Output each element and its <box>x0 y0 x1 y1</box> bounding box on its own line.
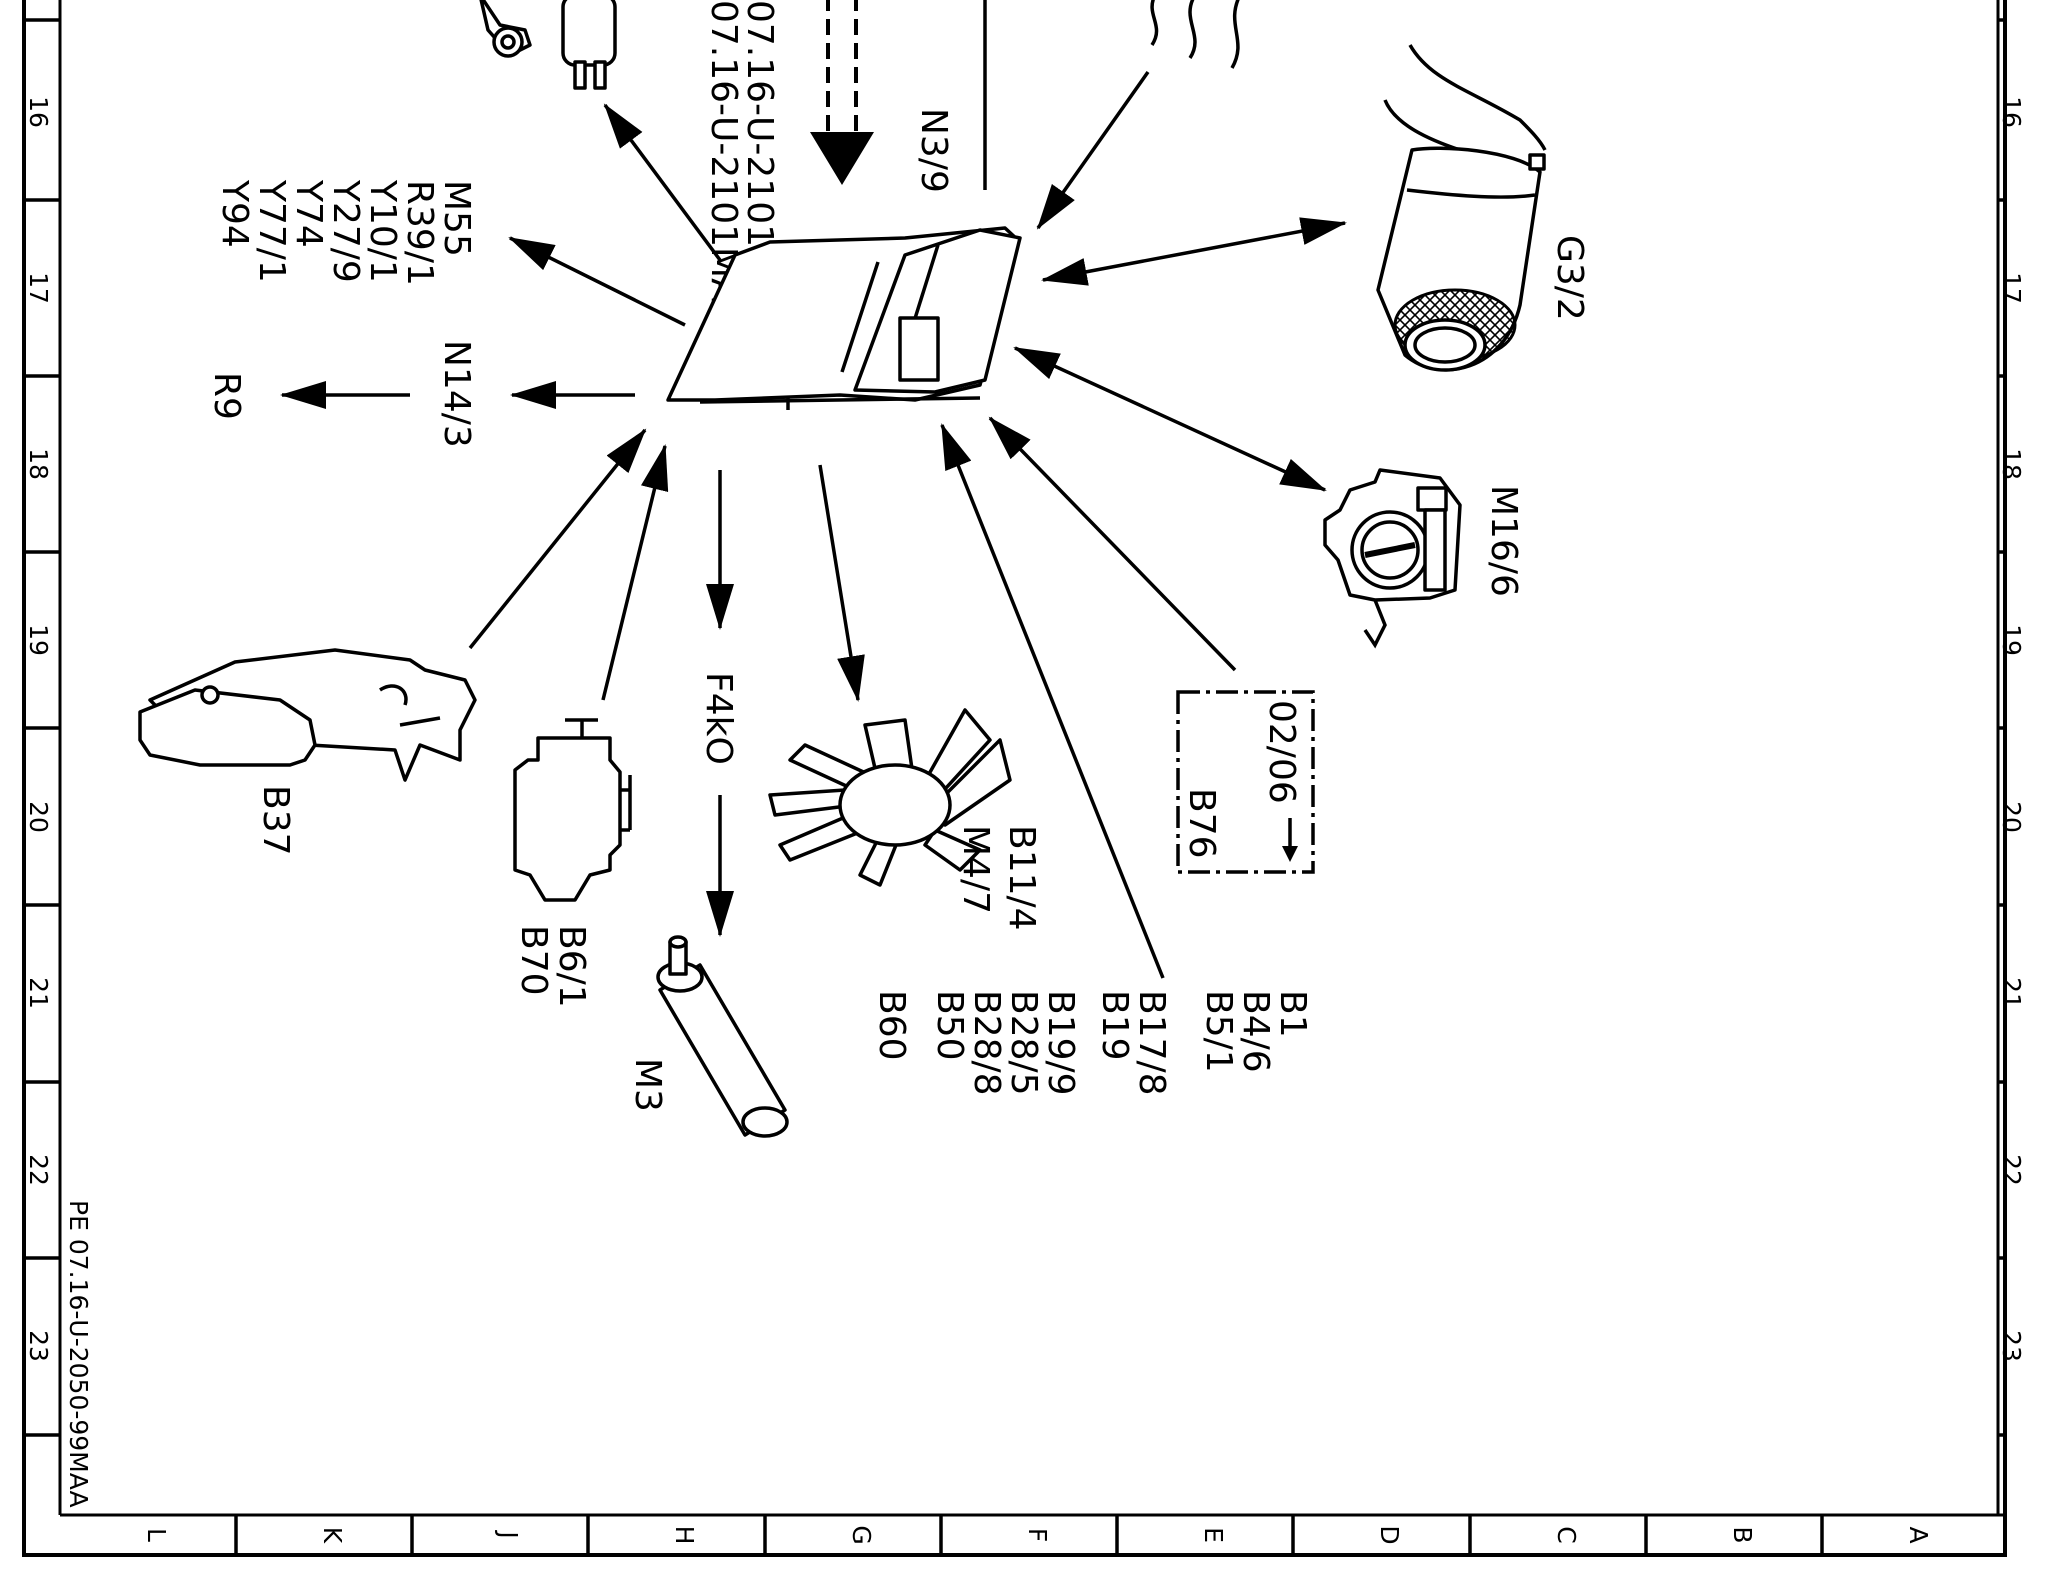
svg-text:Y10/1: Y10/1 <box>362 179 403 283</box>
svg-text:Y94: Y94 <box>214 179 255 248</box>
column-letter: G <box>847 1525 876 1544</box>
column-letter: L <box>142 1528 171 1542</box>
svg-text:B4/6: B4/6 <box>1235 990 1276 1073</box>
row-number: 16 <box>24 96 53 128</box>
svg-text:B70: B70 <box>513 925 554 996</box>
svg-text:M55: M55 <box>436 180 477 257</box>
label-m16-6: M16/6 <box>1483 485 1524 597</box>
arrow-to-fan <box>818 464 865 702</box>
drawing-code: PE 07.16-U-2050-99MAA <box>64 1200 93 1508</box>
svg-text:B28/8: B28/8 <box>966 990 1007 1096</box>
component-g3-2 <box>1376 44 1547 372</box>
top-components <box>479 0 617 90</box>
svg-text:R39/1: R39/1 <box>399 180 440 286</box>
svg-text:Y27/9: Y27/9 <box>325 179 366 283</box>
connection-arrows <box>280 70 1347 979</box>
reference-dashed-arrow <box>810 0 874 185</box>
row-number: 20 <box>1997 801 2026 833</box>
svg-text:B11/4: B11/4 <box>1001 825 1042 931</box>
arrow-to-top-components <box>603 103 722 262</box>
component-m3 <box>656 935 789 1138</box>
arrow-from-b76 <box>988 416 1237 672</box>
drawing-frame <box>22 0 2007 1557</box>
svg-text:Y77/1: Y77/1 <box>251 179 292 283</box>
row-number: 18 <box>24 448 53 480</box>
svg-text:B50: B50 <box>929 990 970 1061</box>
svg-text:B5/1: B5/1 <box>1198 990 1239 1073</box>
label-n14-3: N14/3 <box>436 340 477 448</box>
column-letter: H <box>670 1526 699 1545</box>
component-engine-sensor <box>513 718 632 902</box>
arrow-from-engine-sensors <box>601 444 669 701</box>
svg-text:B1: B1 <box>1272 990 1313 1038</box>
b76-box <box>1176 690 1315 874</box>
row-number: 16 <box>1997 96 2026 128</box>
row-number: 17 <box>24 272 53 304</box>
row-number: 18 <box>1997 448 2026 480</box>
label-b37: B37 <box>255 785 296 856</box>
row-grid-right <box>1998 18 2005 1437</box>
svg-text:B6/1: B6/1 <box>551 925 592 1008</box>
component-fan <box>768 708 1012 887</box>
svg-text:M4/7: M4/7 <box>955 825 996 914</box>
column-letter: J <box>494 1529 523 1538</box>
column-letter: C <box>1552 1526 1581 1543</box>
component-m16-6 <box>1323 468 1462 649</box>
heat-waves-icon <box>1150 0 1240 69</box>
arrow-g3-2 <box>1041 217 1347 286</box>
row-number: 21 <box>1997 977 2026 1009</box>
row-number: 19 <box>24 624 53 656</box>
label-fan-group: B11/4 M4/7 <box>955 825 1042 931</box>
row-grid-left <box>24 18 60 1437</box>
label-f4k0: F4kO <box>698 672 739 765</box>
arrow-m16-6 <box>1013 346 1327 492</box>
label-m3: M3 <box>627 1058 668 1112</box>
column-grid-bottom <box>234 1515 1824 1555</box>
label-b76-reference: 02/06 <box>1261 700 1302 804</box>
label-output-group: M55 R39/1 Y10/1 Y27/9 Y74 Y77/1 Y94 <box>214 179 477 286</box>
svg-text:B28/5: B28/5 <box>1003 990 1044 1096</box>
svg-text:B19/9: B19/9 <box>1040 990 1081 1096</box>
label-n3-9: N3/9 <box>913 108 954 193</box>
row-number: 19 <box>1997 624 2026 656</box>
arrow-to-output-group <box>508 236 686 327</box>
label-b76: B76 <box>1181 788 1222 859</box>
column-letters: L K J H G F E D C B A <box>142 1525 1933 1544</box>
label-g3-2: G3/2 <box>1549 235 1590 321</box>
row-numbers-right: 16 17 18 19 20 21 22 23 <box>1997 96 2026 1362</box>
arrow-from-sensor-group <box>940 423 1165 979</box>
svg-text:Y74: Y74 <box>288 179 329 248</box>
row-number: 22 <box>24 1154 53 1186</box>
component-b37-pedal <box>138 648 477 782</box>
label-engine-sensors: B6/1 B70 <box>513 925 592 1008</box>
column-letter: E <box>1199 1527 1228 1543</box>
column-letter: A <box>1904 1526 1933 1543</box>
row-number: 22 <box>1997 1154 2026 1186</box>
column-letter: B <box>1728 1526 1757 1543</box>
column-letter: F <box>1023 1528 1052 1542</box>
column-letter: D <box>1375 1525 1404 1544</box>
svg-text:B17/8: B17/8 <box>1131 990 1172 1096</box>
arrow-from-b37 <box>468 428 647 650</box>
svg-text:B19: B19 <box>1094 990 1135 1061</box>
row-number: 23 <box>24 1330 53 1362</box>
arrow-from-heat-source <box>1036 70 1150 230</box>
row-numbers-left: 16 17 18 19 20 21 22 23 <box>24 96 53 1362</box>
control-unit-n3-9 <box>666 226 1022 410</box>
label-r9: R9 <box>206 372 247 420</box>
row-number: 21 <box>24 977 53 1009</box>
row-number: 20 <box>24 801 53 833</box>
label-sensor-group: B1 B4/6 B5/1 B17/8 B19 B19/9 B28/5 B28/8… <box>871 990 1313 1096</box>
column-letter: K <box>318 1527 347 1544</box>
row-number: 23 <box>1997 1330 2026 1362</box>
svg-text:B60: B60 <box>871 990 912 1061</box>
row-number: 17 <box>1997 272 2026 304</box>
